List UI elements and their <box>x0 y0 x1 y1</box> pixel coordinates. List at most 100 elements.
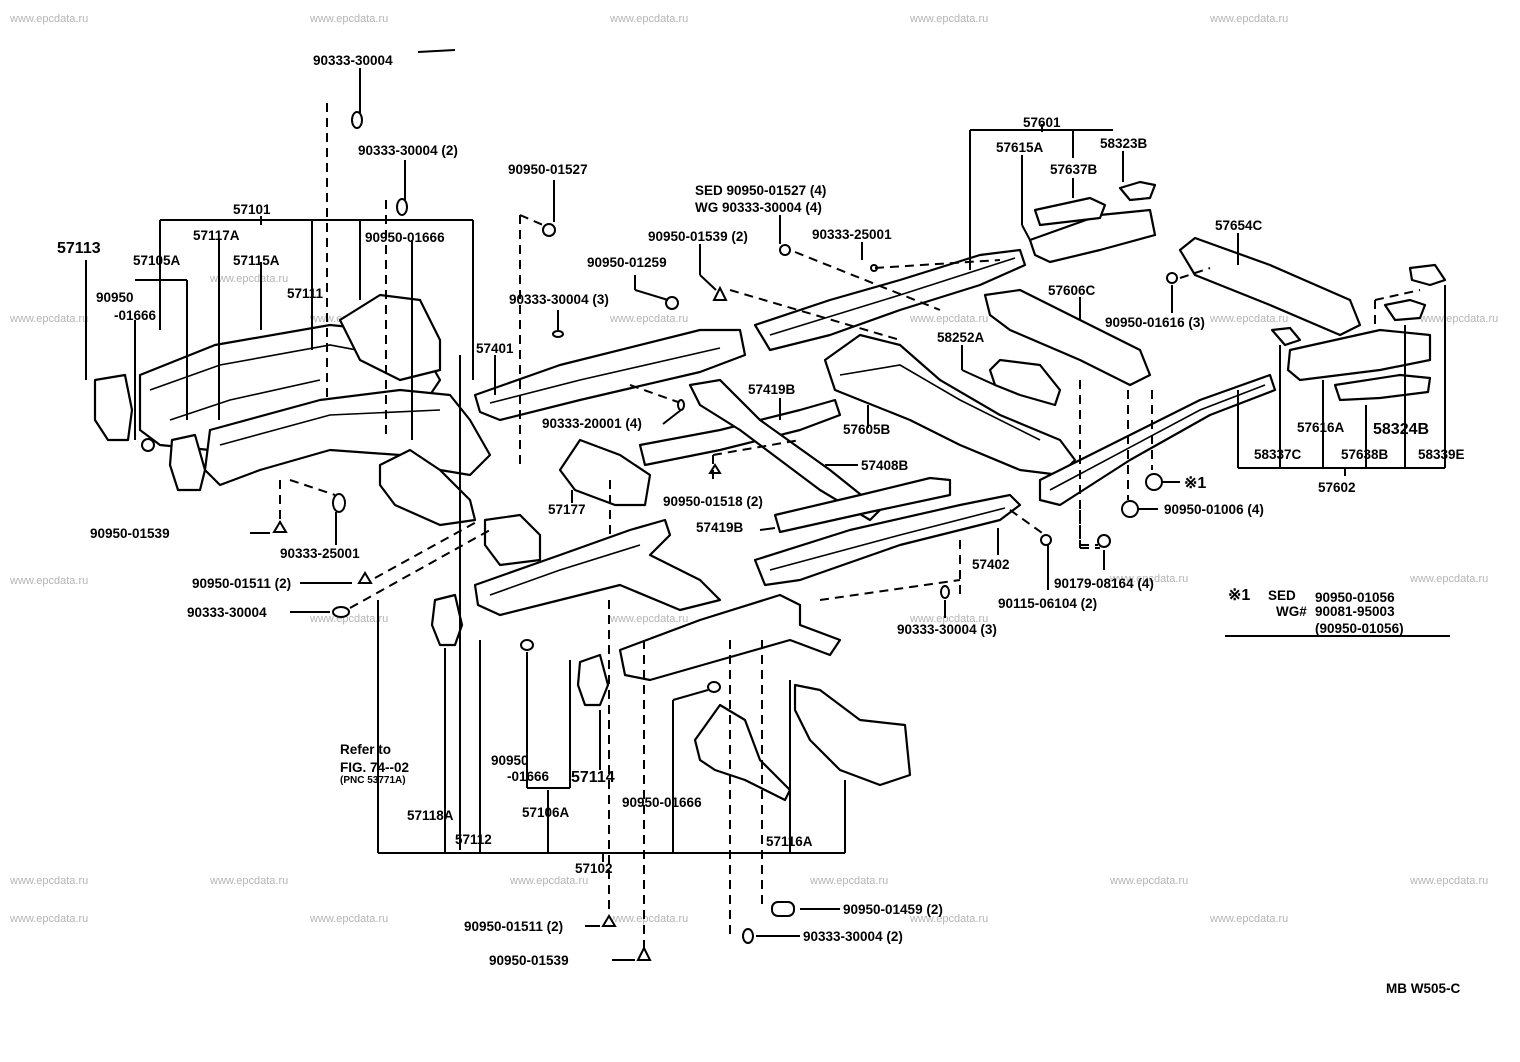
footnote-sed-label: SED <box>1268 588 1296 603</box>
plug-icon <box>351 111 363 129</box>
part-label: 90950-01616 (3) <box>1105 315 1205 330</box>
part-label: 90333-30004 (2) <box>803 929 903 944</box>
watermark: www.epcdata.ru <box>9 913 88 925</box>
part-label: 57401 <box>476 341 514 356</box>
part-label: 90179-08164 (4) <box>1054 576 1154 591</box>
watermark: www.epcdata.ru <box>909 913 988 925</box>
reinforcement-57638B <box>1333 373 1432 402</box>
part-label: 57419B <box>748 382 796 397</box>
part-label: 90333-30004 (3) <box>509 292 609 307</box>
part-label: WG 90333-30004 (4) <box>695 200 822 215</box>
plug-icon <box>940 585 950 599</box>
part-label: 57605B <box>843 422 891 437</box>
crossmember-57606C <box>983 288 1152 387</box>
part-label: 57101 <box>233 202 271 217</box>
part-outlines <box>93 180 1447 802</box>
footnote-marker: ※1 <box>1228 587 1250 604</box>
watermark: www.epcdata.ru <box>9 313 88 325</box>
grommet-icon <box>357 571 373 584</box>
bracket-58339E <box>1408 263 1447 287</box>
part-label: 57637B <box>1050 162 1098 177</box>
footnote-wg-label: WG# <box>1276 604 1307 619</box>
bumper-icon <box>771 901 795 917</box>
watermark: www.epcdata.ru <box>9 575 88 587</box>
part-label: 57602 <box>1318 480 1356 495</box>
part-label: SED 90950-01527 (4) <box>695 183 826 198</box>
grommet-icon <box>272 520 288 533</box>
grommet-icon <box>141 438 155 452</box>
part-label: 90333-30004 <box>313 53 393 68</box>
part-label: 90333-30004 (2) <box>358 143 458 158</box>
part-label: -01666 <box>507 769 550 784</box>
watermark: www.epcdata.ru <box>909 13 988 25</box>
part-label: 57112 <box>455 832 492 847</box>
front-frame-57102-rear <box>618 593 842 682</box>
bracket-58323B <box>1118 180 1157 202</box>
grommet-icon <box>707 681 721 693</box>
part-label: 57616A <box>1297 420 1345 435</box>
part-label: 57118A <box>407 808 454 823</box>
grommet-icon <box>542 223 556 237</box>
part-label: 57419B <box>696 520 744 535</box>
watermark: www.epcdata.ru <box>209 273 288 285</box>
rear-floor-member-57605B <box>823 333 1077 477</box>
watermark: www.epcdata.ru <box>1409 875 1488 887</box>
part-label: 58324B <box>1373 421 1429 438</box>
part-label: 90333-20001 (4) <box>542 416 642 431</box>
plug-icon <box>677 399 685 411</box>
figure-code: MB W505-C <box>1386 981 1461 996</box>
part-label: 57111 <box>287 286 324 301</box>
plug-icon <box>779 244 791 256</box>
part-label: 57615A <box>996 140 1044 155</box>
plug-icon <box>396 198 408 216</box>
fasteners <box>141 111 1178 961</box>
part-label: 90950-01666 <box>365 230 445 245</box>
member-57615A <box>1028 208 1157 264</box>
part-label: 57606C <box>1048 283 1096 298</box>
watermark: www.epcdata.ru <box>909 313 988 325</box>
footnote: ※1 SED 90950-01056 WG# 90081-95003 (9095… <box>1228 587 1404 636</box>
nut-icon <box>1097 534 1111 548</box>
part-label: 90950-01539 (2) <box>648 229 748 244</box>
part-label: 58337C <box>1254 447 1302 462</box>
bracket-57177 <box>558 438 652 507</box>
part-label: -01666 <box>114 308 157 323</box>
grommet-icon <box>1145 473 1163 491</box>
part-label: 57105A <box>133 253 181 268</box>
plug-icon <box>332 606 350 618</box>
reference-note: FIG. 74--02 <box>340 760 409 775</box>
footnote-wg-alt: (90950-01056) <box>1315 621 1404 636</box>
part-label: 90333-30004 (3) <box>897 622 997 637</box>
watermark: www.epcdata.ru <box>1109 573 1188 585</box>
watermark: www.epcdata.ru <box>9 13 88 25</box>
part-label: 90333-25001 <box>280 546 360 561</box>
part-label: 57116A <box>766 834 813 849</box>
footnote-sed-part: 90950-01056 <box>1315 590 1395 605</box>
part-label: 90950-01527 <box>508 162 588 177</box>
grommet-icon <box>636 945 652 961</box>
part-label: 90950-01539 <box>90 526 170 541</box>
watermark: www.epcdata.ru <box>309 13 388 25</box>
part-label: 58339E <box>1418 447 1465 462</box>
bracket-57114 <box>576 653 610 707</box>
reinforcement-57637B <box>1033 196 1107 227</box>
apron-lower <box>693 703 792 802</box>
part-label: 57402 <box>972 557 1010 572</box>
part-label: 57106A <box>522 805 570 820</box>
bracket-57106A <box>483 513 542 567</box>
front-frame-57102 <box>473 518 722 617</box>
watermark: www.epcdata.ru <box>309 613 388 625</box>
reference-note: (PNC 53771A) <box>340 775 406 786</box>
part-label: 90950-01259 <box>587 255 667 270</box>
part-label: 90950-01006 (4) <box>1164 502 1264 517</box>
grommet-icon <box>708 463 722 474</box>
part-labels: 90333-30004 90333-30004 (2) 90950-01527 … <box>57 53 1465 968</box>
part-label: 90333-30004 <box>187 605 267 620</box>
part-label: 58323B <box>1100 136 1148 151</box>
part-label: 90950 <box>96 290 134 305</box>
watermark: www.epcdata.ru <box>1109 875 1188 887</box>
bracket-58252A <box>988 358 1062 407</box>
grommet-icon <box>1166 272 1178 284</box>
part-label: 57115A <box>233 253 280 268</box>
